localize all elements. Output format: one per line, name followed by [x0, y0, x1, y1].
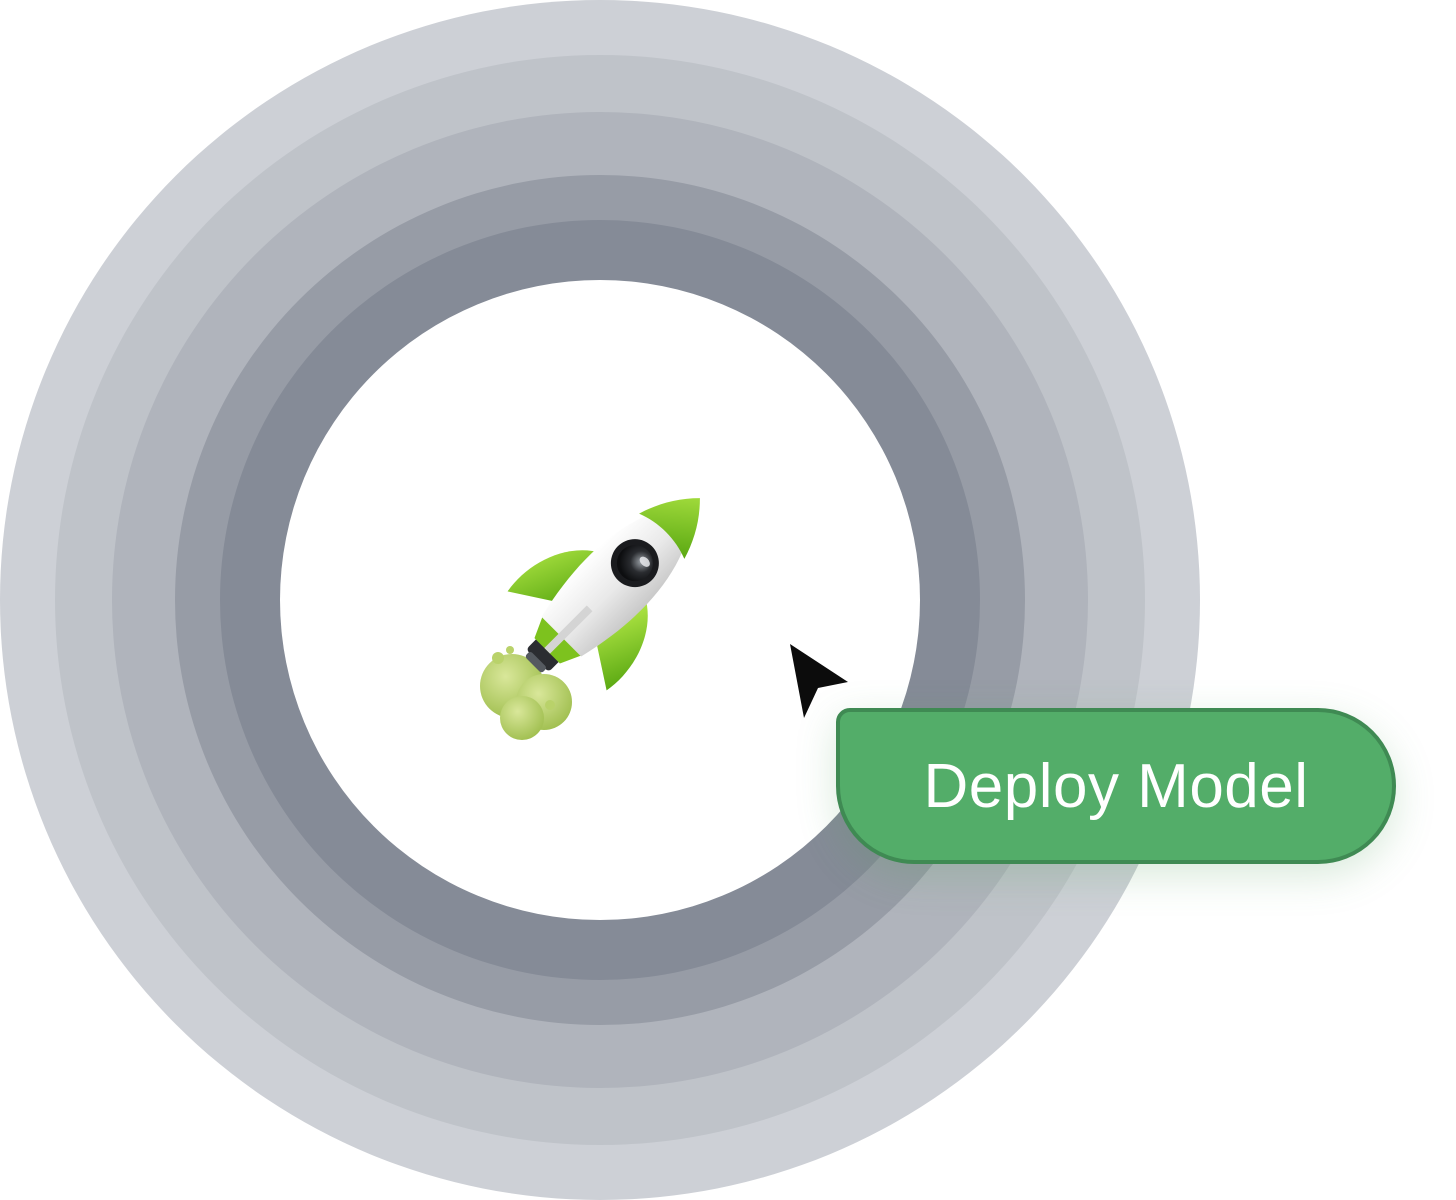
rocket-left-fin	[507, 550, 603, 602]
mouse-pointer-icon	[786, 640, 852, 722]
rocket-icon	[480, 498, 700, 740]
exhaust-smoke	[480, 646, 572, 740]
rocket-center-fin	[544, 605, 593, 654]
rocket-nose	[639, 498, 700, 559]
deploy-model-button[interactable]: Deploy Model	[836, 708, 1396, 864]
rocket-nozzle	[527, 635, 563, 671]
rocket-right-fin	[596, 595, 648, 691]
